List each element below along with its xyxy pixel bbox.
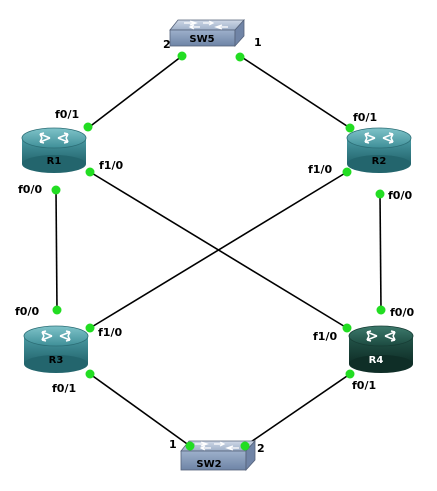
port-label-r3-f01: f0/1 [52, 382, 76, 395]
port-dot [342, 323, 352, 333]
port-label-sw5-1: 1 [254, 36, 262, 49]
router-icon [346, 127, 412, 173]
switch-sw5[interactable]: SW5 [169, 18, 245, 48]
link-r4-sw2[interactable] [244, 373, 351, 447]
port-dot [375, 189, 385, 199]
device-label: SW5 [189, 34, 214, 45]
port-dot [52, 305, 62, 315]
port-label-r4-f01: f0/1 [352, 379, 376, 392]
port-label-r4-f00: f0/0 [390, 306, 414, 319]
port-dot [85, 167, 95, 177]
device-label: SW2 [196, 459, 221, 470]
port-dot [345, 369, 355, 379]
router-r3[interactable]: R3 [23, 325, 89, 373]
port-label-r2-f01: f0/1 [353, 111, 377, 124]
port-labels: 2 1 f0/1 f0/1 f1/0 f1/0 f0/0 f0/0 f0/0 f… [15, 36, 414, 455]
port-dot [240, 441, 250, 451]
port-label-r4-f10: f1/0 [313, 330, 337, 343]
links [55, 55, 382, 447]
port-dot [345, 123, 355, 133]
port-label-r1-f00: f0/0 [18, 183, 42, 196]
port-label-sw5-2: 2 [163, 38, 171, 51]
switch-icon [180, 439, 256, 472]
link-r2-r3[interactable] [89, 171, 348, 329]
port-dots [51, 51, 386, 451]
router-icon [23, 325, 89, 373]
device-label: R4 [369, 355, 384, 366]
device-label: R2 [372, 156, 387, 167]
port-dot [342, 167, 352, 177]
device-label: R3 [49, 355, 64, 366]
port-label-r1-f10: f1/0 [99, 159, 123, 172]
link-r3-sw2[interactable] [89, 373, 191, 447]
port-label-sw2-2: 2 [257, 442, 265, 455]
port-dot [235, 52, 245, 62]
link-sw5-r2[interactable] [239, 55, 351, 129]
port-dot [177, 51, 187, 61]
router-icon [348, 325, 414, 373]
router-r4[interactable]: R4 [348, 325, 414, 373]
port-label-r2-f00: f0/0 [388, 189, 412, 202]
port-dot [85, 323, 95, 333]
device-label: R1 [47, 156, 62, 167]
port-label-r2-f10: f1/0 [308, 163, 332, 176]
router-icon [21, 127, 87, 173]
port-label-r1-f01: f0/1 [55, 108, 79, 121]
switch-icon [169, 18, 245, 48]
port-dot [51, 185, 61, 195]
port-label-sw2-1: 1 [169, 438, 177, 451]
link-r1-r3[interactable] [55, 189, 58, 311]
port-dot [83, 122, 93, 132]
link-r2-r4[interactable] [379, 193, 382, 311]
switch-sw2[interactable]: SW2 [180, 439, 256, 472]
router-r1[interactable]: R1 [21, 127, 87, 173]
port-label-r3-f10: f1/0 [98, 326, 122, 339]
port-dot [85, 369, 95, 379]
port-label-r3-f00: f0/0 [15, 305, 39, 318]
port-dot [376, 305, 386, 315]
router-r2[interactable]: R2 [346, 127, 412, 173]
link-sw5-r1[interactable] [87, 55, 183, 129]
port-dot [185, 441, 195, 451]
